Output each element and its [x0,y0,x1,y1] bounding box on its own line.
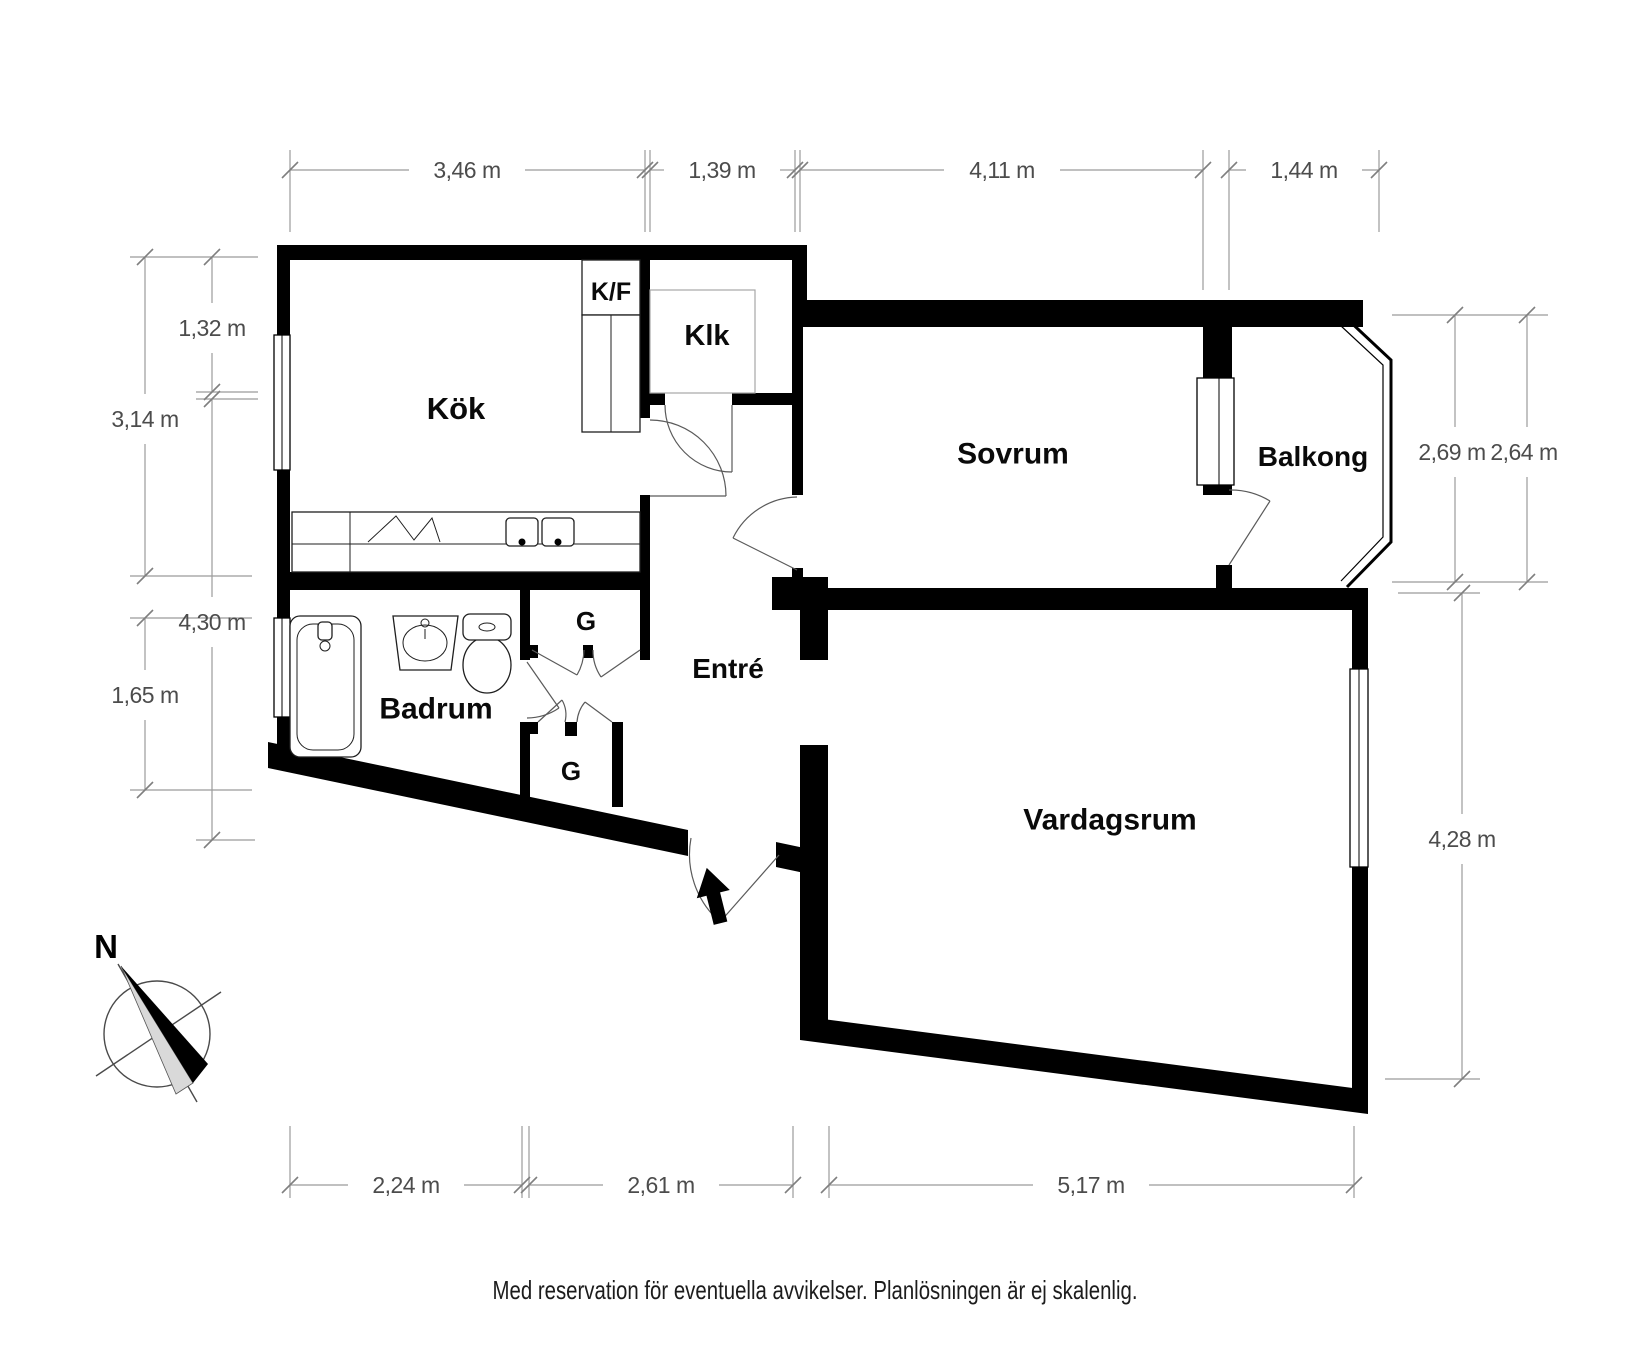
left-inner-ticks [203,248,221,849]
room-label-wardrobe-bottom: G [561,756,581,786]
entrance-arrow-icon [696,867,730,925]
disclaimer-text: Med reservation för eventuella avvikelse… [493,1275,1138,1305]
toilet-icon [462,613,512,694]
balcony-door [1228,489,1271,566]
closet-shelf [649,289,756,394]
room-label-bedroom: Sovrum [957,438,1069,471]
room-label-fridge-freezer: K/F [591,278,631,306]
compass-north-label: N [94,928,118,965]
kitchen-window [273,334,291,471]
bathroom-door [526,661,560,719]
bedroom-door [732,496,798,571]
bathroom-window [273,617,291,718]
dim-left-outer-1: 3,14 m [111,406,178,432]
fixtures-layer [289,259,756,758]
compass-needle-dark [121,966,208,1083]
balcony-outline [1232,314,1393,589]
dim-top-3: 4,11 m [969,157,1035,183]
closet-door [664,404,733,473]
bottom-dim-ticks [281,1176,1363,1194]
dim-left-inner-2: 4,30 m [178,609,245,635]
right-lower-ticks [1453,584,1471,1088]
dim-left-inner-1: 1,32 m [178,315,245,341]
room-label-closet: Klk [684,320,730,352]
dim-bottom-1: 2,24 m [372,1172,439,1198]
dimensions-layer: 3,46 m 1,39 m 4,11 m 1,44 m 3,14 m 1,65 … [111,150,1558,1198]
right-upper-ticks [1446,306,1536,591]
compass-needle-light [120,965,194,1095]
balcony-door-window [1196,377,1235,486]
walls-layer [268,245,1368,1114]
room-label-balcony: Balkong [1258,441,1368,472]
dim-top-1: 3,46 m [433,157,500,183]
kitchen-counter [291,511,641,573]
dim-right-lower-1: 4,28 m [1428,826,1495,852]
dim-top-4: 1,44 m [1270,157,1337,183]
room-labels-layer: Kök K/F Klk Sovrum Balkong Badrum G G En… [379,278,1368,837]
compass: N [94,928,222,1103]
windows-layer [273,334,1369,868]
room-label-wardrobe-top: G [576,606,596,636]
kitchen-door [649,419,727,497]
room-label-bathroom: Badrum [379,693,492,726]
dim-bottom-2: 2,61 m [627,1172,694,1198]
dim-bottom-3: 5,17 m [1057,1172,1124,1198]
room-label-kitchen: Kök [427,391,486,426]
stove-icon [367,515,441,543]
dim-left-outer-2: 1,65 m [111,682,178,708]
dim-top-2: 1,39 m [688,157,755,183]
dim-right-upper-1: 2,69 m [1418,439,1485,465]
bathtub-icon [289,615,362,758]
wardrobe-bottom-doors [537,699,613,723]
fridge-freezer-cabinet [581,259,641,433]
living-room-window [1349,668,1369,868]
left-outer-ticks [136,248,154,799]
kitchen-sink-right [541,517,575,547]
dim-right-upper-2: 2,64 m [1490,439,1557,465]
room-label-entry: Entré [692,653,764,684]
bathroom-sink-icon [392,615,459,671]
wardrobe-top-doors [531,649,641,678]
top-dim-ticks [281,161,1388,179]
kitchen-sink-left [505,517,539,547]
room-label-living-room: Vardagsrum [1023,804,1196,837]
